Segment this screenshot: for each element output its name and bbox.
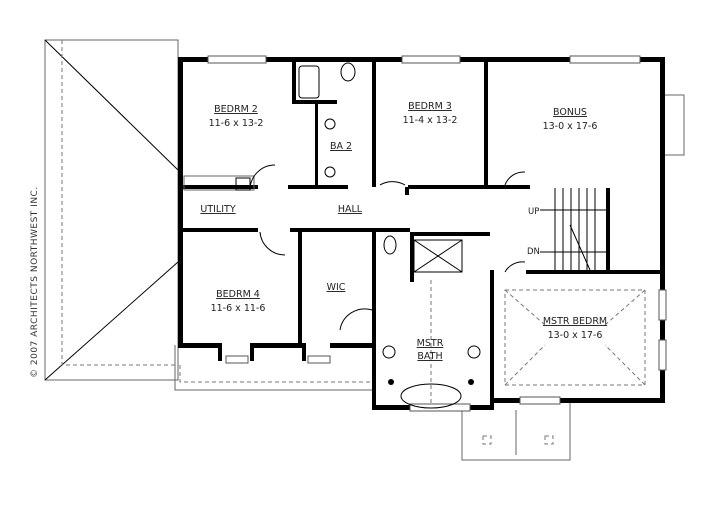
bay-window	[661, 94, 685, 156]
bedrm3-label: BEDRM 3	[408, 101, 452, 112]
bedrm4-label: BEDRM 4	[216, 289, 260, 300]
utility-label: UTILITY	[200, 204, 235, 215]
ba2-label: BA 2	[330, 141, 352, 152]
mstr-bath-label-2: BATH	[417, 351, 442, 362]
bedrm2-size: 11-6 x 13-2	[209, 118, 264, 129]
mstr-bedrm-label: MSTR BEDRM	[543, 316, 607, 327]
mstr-bath-label-1: MSTR	[417, 338, 444, 349]
tray-ceiling	[504, 289, 646, 386]
stairs	[540, 188, 606, 271]
stairs-up-label: UP	[528, 207, 539, 217]
front-entry	[461, 400, 571, 461]
bedrm2-label: BEDRM 2	[214, 104, 258, 115]
mstr-bedrm-size: 13-0 x 17-6	[548, 330, 603, 341]
roof-left	[44, 39, 179, 381]
stairs-dn-label: DN	[527, 247, 540, 257]
bonus-size: 13-0 x 17-6	[543, 121, 598, 132]
lower-roof	[174, 345, 375, 391]
bedrm4-size: 11-6 x 11-6	[211, 303, 266, 314]
copyright-text: © 2007 ARCHITECTS NORTHWEST INC.	[30, 186, 40, 378]
hall-label: HALL	[338, 204, 363, 215]
bedrm3-size: 11-4 x 13-2	[403, 115, 458, 126]
fixtures	[183, 62, 526, 409]
bonus-label: BONUS	[553, 107, 587, 118]
wic-label: WIC	[327, 282, 346, 293]
